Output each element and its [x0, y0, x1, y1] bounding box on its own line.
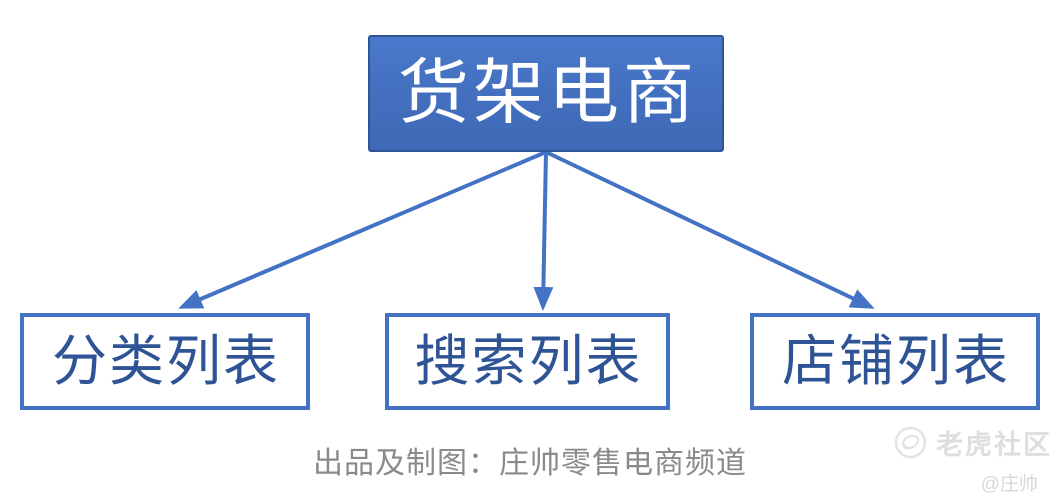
watermark-brand-text: 老虎社区: [936, 430, 1052, 460]
root-node-shelf-ecommerce: 货架电商: [368, 35, 724, 152]
watermark-handle-text: @庄帅: [980, 474, 1038, 495]
child-node-label: 分类列表: [51, 330, 280, 392]
child-node-search-list: 搜索列表: [385, 313, 670, 410]
arrow-root-to-search-list: [533, 151, 554, 311]
tiger-community-logo-icon: [894, 426, 927, 459]
diagram-caption: 出品及制图：庄帅零售电商频道: [313, 447, 747, 480]
child-node-label: 店铺列表: [781, 330, 1010, 392]
child-node-label: 搜索列表: [414, 330, 643, 392]
arrow-root-to-category-list: [178, 150, 547, 309]
watermark: 老虎社区 @庄帅: [880, 423, 1052, 496]
child-node-category-list: 分类列表: [20, 313, 310, 410]
arrow-root-to-store-list: [545, 150, 875, 309]
child-node-store-list: 店铺列表: [750, 313, 1040, 410]
root-node-label: 货架电商: [397, 54, 698, 133]
